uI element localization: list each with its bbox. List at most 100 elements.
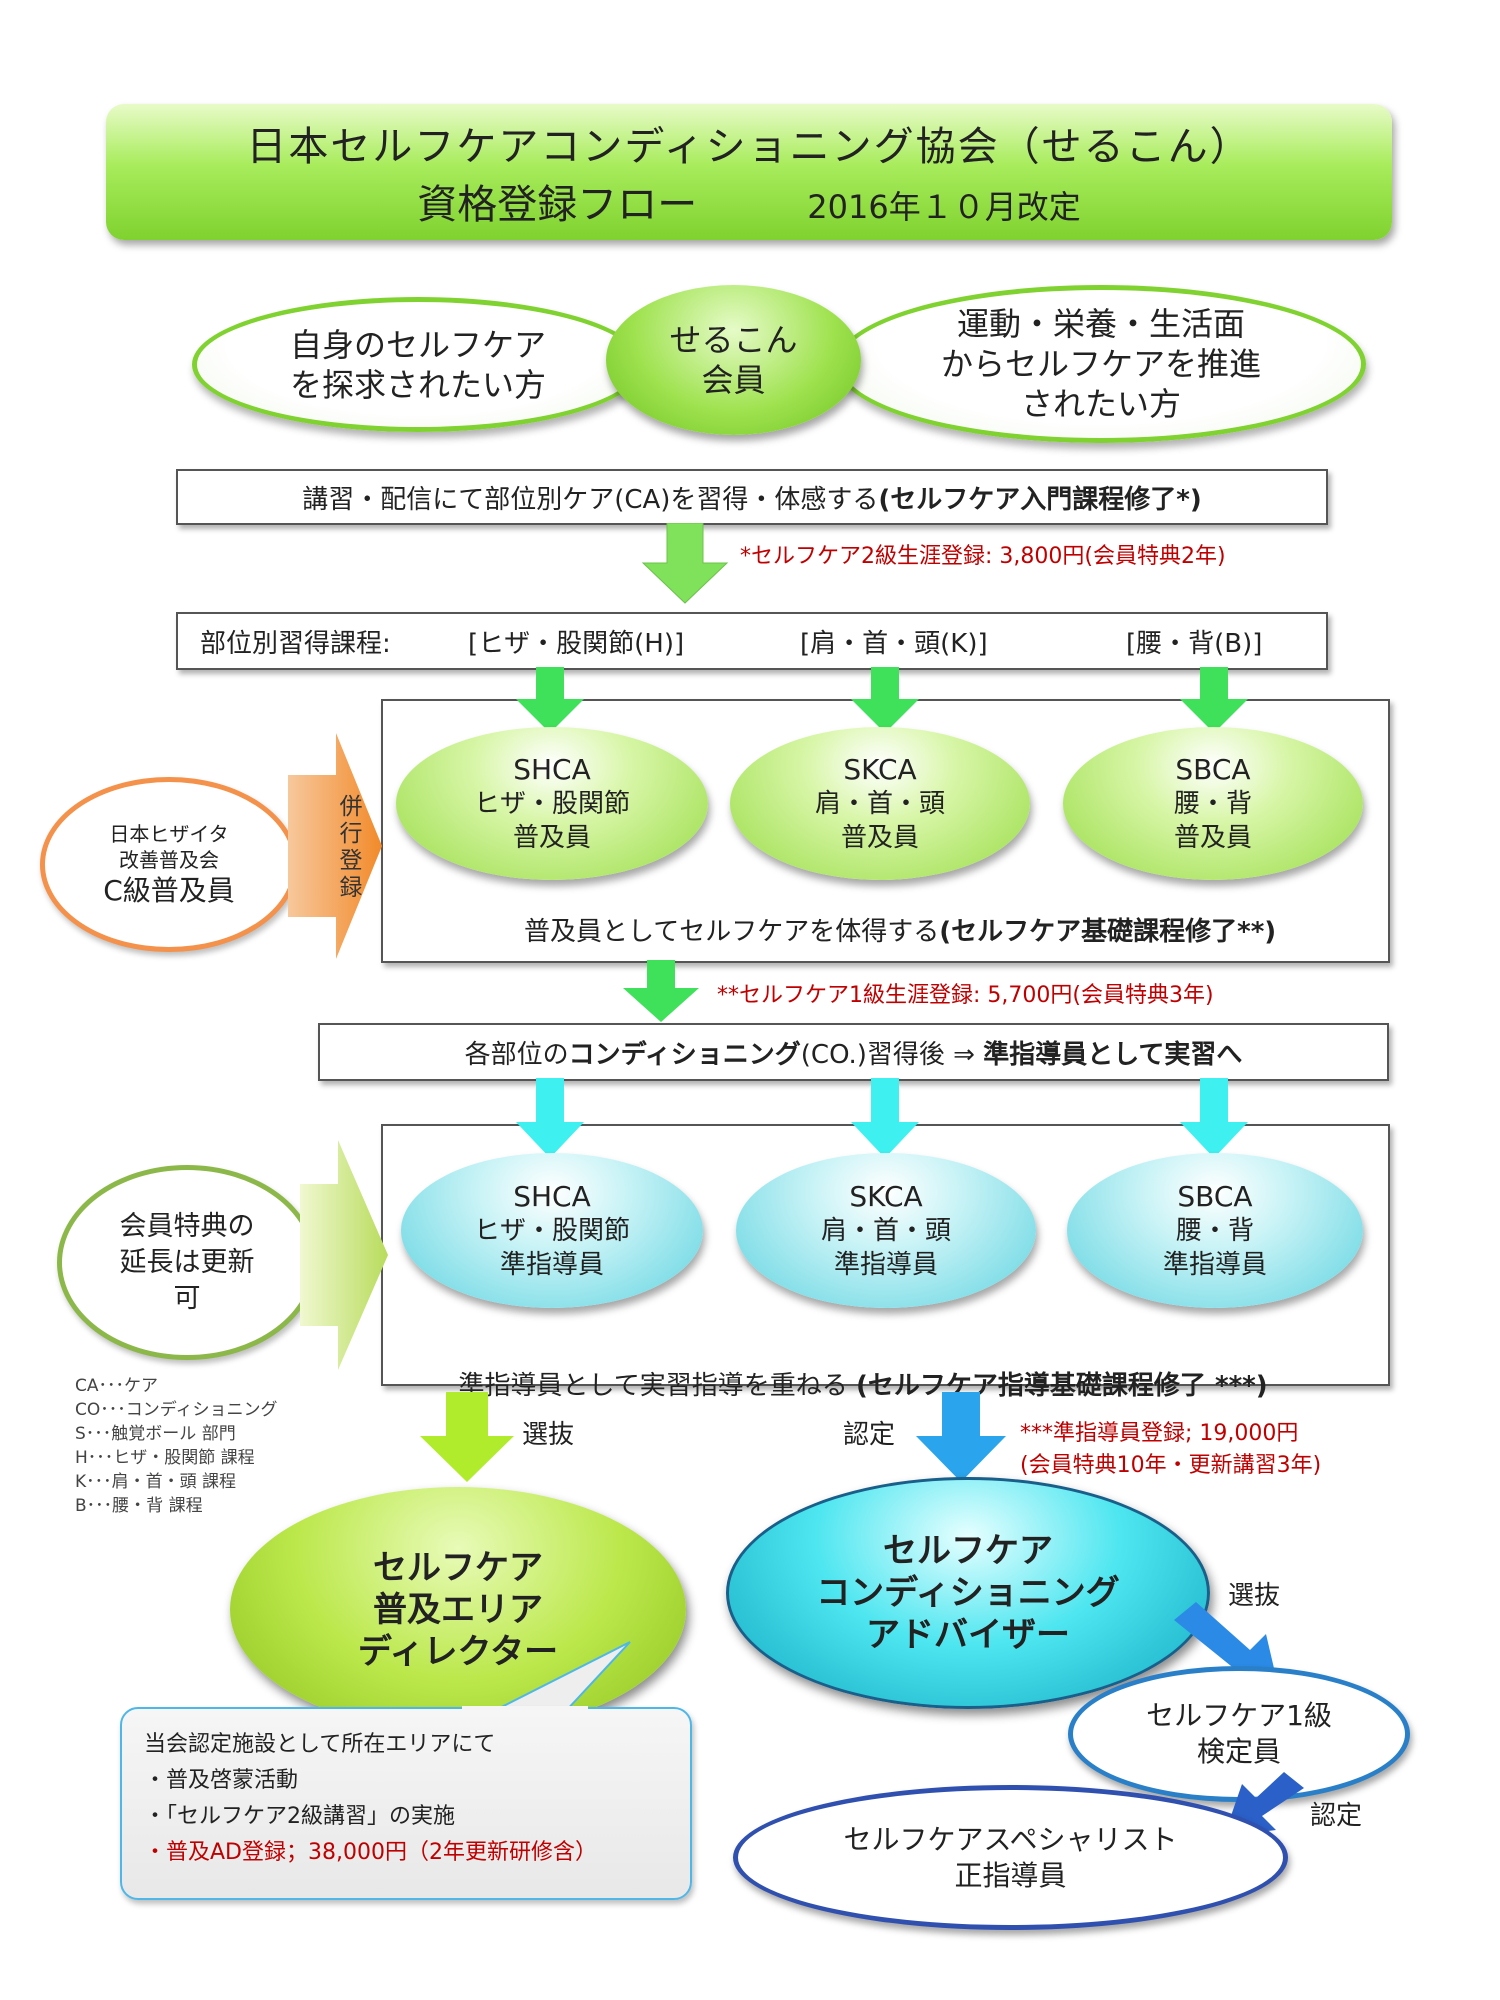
renewal-line2: 延長は更新 [119,1246,255,1278]
adviser-line2: コンディショニング [816,1573,1120,1613]
director-role-callout: 当会認定施設として所在エリアにて ・普及啓蒙活動 ・「セルフケア2級講習」の実施… [120,1707,692,1900]
title-subtitle: 資格登録フロー [417,182,698,228]
parts-course-box: 部位別習得課程: [ヒザ・股関節(H)] [肩・首・頭(K)] [腰・背(B)] [176,612,1328,670]
sbca-part: 腰・背 [1173,788,1252,819]
arrow-down-green-2 [623,960,699,1022]
arrow-down-blue [916,1392,1006,1482]
specialist-line1: セルフケアスペシャリスト [843,1822,1178,1856]
renewal-note-ellipse: 会員特典の 延長は更新 可 [57,1165,317,1360]
intro-text: 講習・配信にて部位別ケア(CA)を習得・体感する [302,484,879,515]
fee-note-level2: *セルフケア2級生涯登録: 3,800円(会員特典2年) [740,544,1226,569]
arrow-down-cyan-b [1180,1078,1248,1158]
area-director-ellipse: セルフケア 普及エリア ディレクター [230,1487,686,1732]
intro-course-box: 講習・配信にて部位別ケア(CA)を習得・体感する(セルフケア入門課程修了*) [176,469,1328,525]
member-ellipse: せるこん 会員 [606,285,861,435]
arrow-down-yellowgreen [420,1392,514,1482]
sbca-promoter-ellipse: SBCA 腰・背 普及員 [1063,727,1363,880]
callout-pointer-join [462,1706,588,1710]
legend-k: K･･･肩・首・頭 課程 [75,1472,237,1492]
director-line1: セルフケア [373,1547,543,1588]
fee-note-level1: **セルフケア1級生涯登録: 5,700円(会員特典3年) [717,983,1214,1008]
callout-line4: ・普及AD登録；38,000円（2年更新研修含） [144,1840,597,1865]
target-right-line2: からセルフケアを推進 [940,345,1261,383]
hizaita-grade: C級普及員 [103,873,235,907]
abbreviation-legend: CA･･･ケア CO･･･コンディショニング S･･･触覚ボール 部門 H･･･… [75,1374,278,1518]
certify-label-1: 認定 [843,1420,896,1450]
arrow-down-cyan-h [516,1078,584,1158]
skca2-role: 準指導員 [833,1249,938,1280]
legend-ca: CA･･･ケア [75,1376,158,1396]
skca-part: 肩・首・頭 [814,788,945,819]
examiner-line1: セルフケア1級 [1146,1699,1332,1732]
callout-line1: 当会認定施設として所在エリアにて [144,1732,496,1757]
sbca-role: 普及員 [1173,822,1252,853]
shca2-part: ヒザ・股関節 [473,1215,630,1246]
sbca-code: SBCA [1175,752,1251,786]
level2-caption: 準指導員として実習指導を重ねる (セルフケア指導基礎課程修了 ***) [442,1335,1268,1402]
callout-line2: ・普及啓蒙活動 [144,1768,299,1793]
adviser-line1: セルフケア [883,1531,1053,1571]
target-right-ellipse: 運動・栄養・生活面 からセルフケアを推進 されたい方 [836,285,1366,443]
arrow-down-green-k [851,667,919,733]
title-line1: 日本セルフケアコンディショニング協会（せるこん） [246,124,1252,170]
part-k-label: [肩・首・頭(K)] [800,628,988,659]
shca-assistant-ellipse: SHCA ヒザ・股関節 準指導員 [401,1153,703,1308]
arrow-down-green-h [516,667,584,733]
level2-course-label: (セルフケア指導基礎課程修了 ***) [856,1371,1268,1401]
level1-caption: 普及員としてセルフケアを体得する(セルフケア基礎課程修了**) [524,911,1276,948]
shca2-role: 準指導員 [499,1249,604,1280]
co-text2: コンディショニング [568,1039,801,1070]
shca-promoter-ellipse: SHCA ヒザ・股関節 普及員 [396,727,708,880]
sbca2-part: 腰・背 [1175,1215,1254,1246]
sbca2-role: 準指導員 [1162,1249,1267,1280]
adviser-line3: アドバイザー [866,1615,1070,1655]
parallel-registration-label: 併行登録 [339,794,363,901]
level1-course-label: (セルフケア基礎課程修了**) [939,917,1277,947]
conditioning-box: 各部位のコンディショニング(CO.)習得後 ⇒ 準指導員として実習へ [318,1023,1389,1081]
arrow-down-green-b [1180,667,1248,733]
arrow-down-green-1 [641,523,729,604]
hizaita-line1: 日本ヒザイタ [109,821,229,846]
fee-note-assistant-line2: (会員特典10年・更新講習3年) [1020,1453,1322,1478]
shca-code: SHCA [513,752,591,786]
certify-label-2: 認定 [1310,1801,1363,1831]
level1-examiner-ellipse: セルフケア1級 検定員 [1068,1666,1410,1802]
specialist-ellipse: セルフケアスペシャリスト 正指導員 [733,1785,1288,1930]
skca-assistant-ellipse: SKCA 肩・首・頭 準指導員 [736,1153,1036,1308]
hizaita-c-grade-ellipse: 日本ヒザイタ 改善普及会 C級普及員 [40,777,298,952]
renewal-line1: 会員特典の [119,1210,255,1242]
target-right-line3: されたい方 [1020,385,1181,423]
arrow-right-orange [288,733,382,959]
skca-code: SKCA [843,752,917,786]
co-text4: 準指導員として実習へ [983,1039,1243,1070]
part-b-label: [腰・背(B)] [1126,628,1263,659]
intro-course-label: (セルフケア入門課程修了*) [878,484,1202,515]
target-right-line1: 運動・栄養・生活面 [956,305,1245,343]
legend-b: B･･･腰・背 課程 [75,1496,203,1516]
legend-s: S･･･触覚ボール 部門 [75,1424,236,1444]
parts-label: 部位別習得課程: [200,628,391,659]
examiner-line2: 検定員 [1196,1735,1281,1768]
arrow-down-cyan-k [851,1078,919,1158]
shca2-code: SHCA [513,1179,591,1213]
fee-note-assistant: ***準指導員登録; 19,000円 (会員特典10年・更新講習3年) [1020,1418,1321,1482]
sbca2-code: SBCA [1177,1179,1253,1213]
fee-note-assistant-line1: ***準指導員登録; 19,000円 [1020,1421,1299,1446]
title-line2: 資格登録フロー 2016年１０月改定 [417,172,1080,230]
skca2-code: SKCA [849,1179,923,1213]
legend-co: CO･･･コンディショニング [75,1400,278,1420]
specialist-line2: 正指導員 [954,1858,1067,1892]
shca-role: 普及員 [512,822,591,853]
select-label-2: 選抜 [1228,1581,1281,1611]
title-banner: 日本セルフケアコンディショニング協会（せるこん） 資格登録フロー 2016年１０月… [106,104,1392,240]
shca-part: ヒザ・股関節 [473,788,630,819]
member-line1: せるこん [669,321,798,359]
skca2-part: 肩・首・頭 [820,1215,951,1246]
revision-date: 2016年１０月改定 [807,188,1081,226]
conditioning-adviser-ellipse: セルフケア コンディショニング アドバイザー [726,1477,1210,1709]
legend-h: H･･･ヒザ・股関節 課程 [75,1448,255,1468]
level1-caption-text: 普及員としてセルフケアを体得する [524,917,940,947]
skca-promoter-ellipse: SKCA 肩・首・頭 普及員 [730,727,1030,880]
skca-role: 普及員 [840,822,919,853]
director-line2: 普及エリア [373,1589,543,1630]
